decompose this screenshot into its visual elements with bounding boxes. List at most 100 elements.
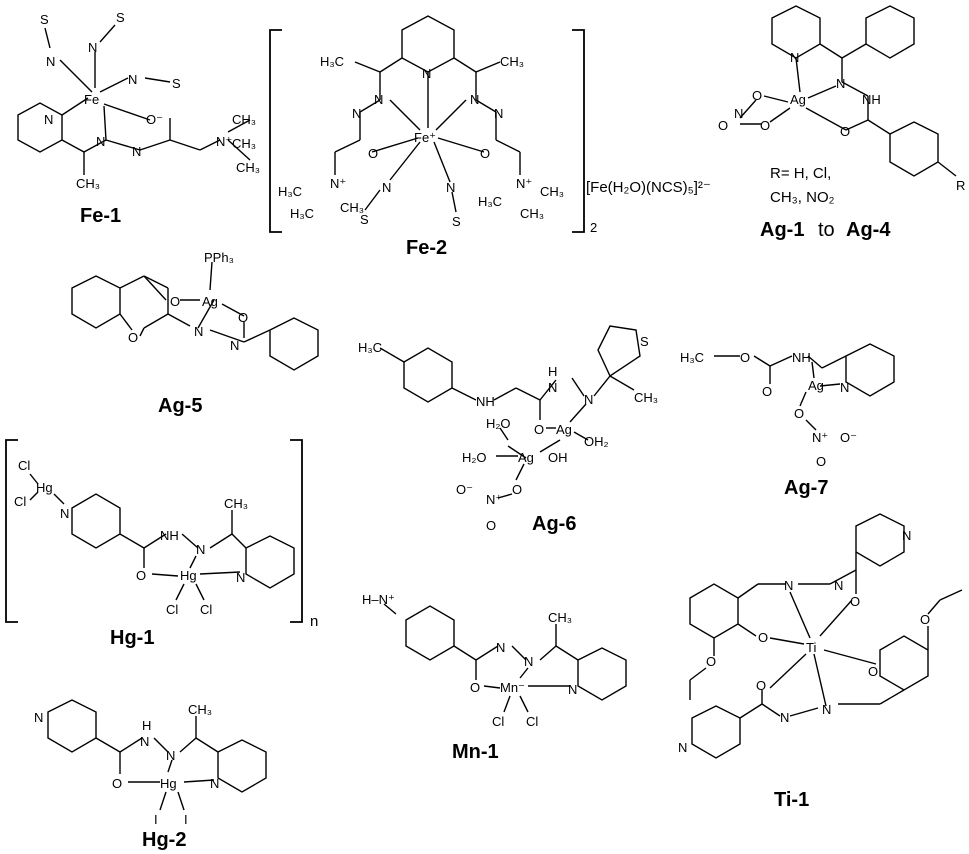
fe2-n-atom: N (470, 92, 479, 107)
mn1-n-atom: N (496, 640, 505, 655)
ag14-aryl-ring (889, 121, 939, 177)
ag6-o-atom: O (486, 518, 496, 533)
hg2-hg-atom: Hg (160, 776, 177, 791)
fe1-s-atom: S (40, 12, 49, 27)
fe1-label: Fe-1 (80, 205, 121, 227)
fe2-ch3: CH₃ (520, 206, 544, 221)
compound-fe-2: H₃C CH₃ N N N N N Fe⁺ O O N N S S N⁺ N⁺ … (269, 15, 711, 259)
mn1-cl-atom: Cl (526, 714, 538, 729)
ag14-label-end: Ag-4 (846, 219, 891, 241)
ag7-nh: NH (792, 350, 811, 365)
ag6-ch3: CH₃ (634, 390, 658, 405)
ag6-o-minus: O⁻ (456, 482, 473, 497)
fe2-h3c: H₃C (478, 194, 502, 209)
ag6-nh: NH (476, 394, 495, 409)
hg1-hg-atom: Hg (36, 480, 53, 495)
ag14-r-atom: R (956, 178, 965, 193)
hg1-nh: NH (160, 528, 179, 543)
ag7-h3c: H₃C (680, 350, 704, 365)
fe2-n-plus: N⁺ (516, 176, 532, 191)
fe2-fe-atom: Fe⁺ (414, 130, 436, 145)
hg2-ch3: CH₃ (188, 702, 212, 717)
hg1-left-bracket (5, 439, 18, 623)
mn1-label: Mn-1 (452, 741, 499, 763)
fe1-ch3: CH₃ (76, 176, 100, 191)
fe1-n-atom: N (132, 144, 141, 159)
fe2-ch3: CH₃ (500, 54, 524, 69)
ag6-ag-atom: Ag (556, 422, 572, 437)
ag14-label-start: Ag-1 (760, 219, 804, 241)
ag7-n-plus: N⁺ (812, 430, 828, 445)
fe2-o-atom: O (480, 146, 490, 161)
mn1-ch3: CH₃ (548, 610, 572, 625)
ag7-n-atom: N (840, 380, 849, 395)
mn1-n-plus-h: H–N⁺ (362, 592, 395, 607)
ag14-o-atom: O (840, 124, 850, 139)
ag6-oh2: OH₂ (584, 434, 609, 449)
hg1-cl-atom: Cl (200, 602, 212, 617)
hg2-n-atom: N (140, 734, 149, 749)
ag5-n-atom: N (194, 324, 203, 339)
fe2-s-atom: S (360, 212, 369, 227)
ag5-o-atom: O (128, 330, 138, 345)
hg1-cl-atom: Cl (18, 458, 30, 473)
ag6-h2o: H₂O (462, 450, 487, 465)
fe2-h3c: H₃C (320, 54, 344, 69)
fe2-counterion: [Fe(H₂O)(NCS)₅]²⁻ (586, 179, 711, 196)
ag14-n-atom: N (790, 50, 799, 65)
ag7-pyridine-ring (845, 343, 895, 397)
ag5-pph3: PPh₃ (204, 250, 234, 265)
ag14-o-atom: O (718, 118, 728, 133)
compound-fe-1: N Fe N N O⁻ N⁺ CH₃ CH₃ CH₃ CH₃ N N N S S… (17, 10, 260, 227)
ti1-o-atom: O (758, 630, 768, 645)
compound-ag-1-to-ag-4: N N NH Ag O O O N O R R= H, Cl, CH₃, NO₂… (718, 5, 965, 241)
ag5-phenyl-ring (269, 317, 319, 371)
mn1-cl-atom: Cl (492, 714, 504, 729)
mn1-n-atom: N (524, 654, 533, 669)
fe2-n-atom: N (494, 106, 503, 121)
fe1-o-minus: O⁻ (146, 112, 163, 127)
fe1-n-atom: N (88, 40, 97, 55)
ag6-n-atom: N (584, 392, 593, 407)
hg2-n-atom: N (166, 748, 175, 763)
fe1-ch3: CH₃ (232, 136, 256, 151)
fe2-n-atom: N (422, 66, 431, 81)
fe2-right-bracket (572, 29, 585, 233)
fe2-h3c: H₃C (290, 206, 314, 221)
ag7-o-atom: O (762, 384, 772, 399)
hg2-pyridine-ring-a (47, 699, 97, 753)
ag14-ag-atom: Ag (790, 92, 806, 107)
ti1-o-atom: O (920, 612, 930, 627)
fe2-label: Fe-2 (406, 237, 447, 259)
hg1-cl-atom: Cl (166, 602, 178, 617)
ti1-n-atom: N (834, 578, 843, 593)
hg1-pyridine-ring-b (245, 535, 295, 589)
fe2-subscript: 2 (590, 220, 597, 235)
hg2-n-atom: N (210, 776, 219, 791)
ti1-o-atom: O (706, 654, 716, 669)
hg1-right-bracket (290, 439, 303, 623)
ag5-o-atom: O (170, 294, 180, 309)
hg1-o-atom: O (136, 568, 146, 583)
fe1-s-atom: S (172, 76, 181, 91)
mn1-o-atom: O (470, 680, 480, 695)
ag7-o-atom: O (794, 406, 804, 421)
hg1-n-atom: N (236, 570, 245, 585)
ag14-o-atom: O (752, 88, 762, 103)
hg1-subscript: n (310, 613, 318, 630)
ag14-r-groups-line1: R= H, Cl, (770, 165, 831, 182)
ag6-n-plus: N⁺ (486, 492, 502, 507)
mn1-n-atom: N (568, 682, 577, 697)
ti1-n-atom: N (784, 578, 793, 593)
ag6-o-atom: O (512, 482, 522, 497)
ti1-n-atom: N (678, 740, 687, 755)
ag5-benzo-ring (71, 275, 121, 329)
fe2-ch3: CH₃ (340, 200, 364, 215)
ag7-o-atom: O (740, 350, 750, 365)
fe1-n-atom: N (128, 72, 137, 87)
fe2-s-atom: S (452, 214, 461, 229)
ag14-label-to: to (818, 219, 835, 241)
ti1-aryl-ring-left (689, 583, 739, 639)
ag6-ag-atom: Ag (518, 450, 534, 465)
